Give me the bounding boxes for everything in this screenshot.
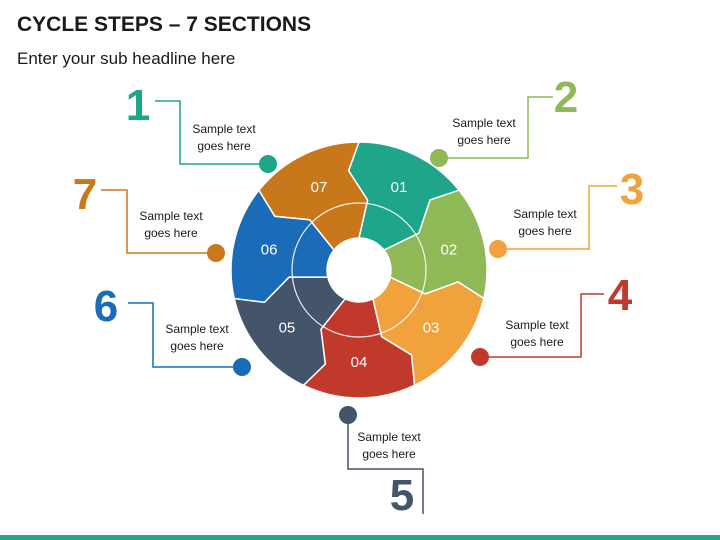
connector-dot	[339, 406, 357, 424]
callout-step-6: Sample text goes here 6	[94, 282, 251, 376]
callout-text-line2: goes here	[144, 226, 198, 240]
callout-text-line2: goes here	[518, 224, 572, 238]
callout-text-line1: Sample text	[192, 122, 256, 136]
bottom-accent-bar	[0, 535, 720, 540]
callout-text-line1: Sample text	[165, 322, 229, 336]
step-number-2: 2	[554, 73, 578, 122]
segment-label-06: 06	[261, 241, 278, 258]
callout-text-line2: goes here	[197, 139, 251, 153]
segment-label-07: 07	[311, 179, 328, 196]
connector-line	[101, 189, 216, 254]
callout-text-line1: Sample text	[452, 116, 516, 130]
segment-label-01: 01	[391, 179, 408, 196]
step-number-1: 1	[126, 81, 150, 130]
segment-07	[258, 141, 369, 252]
connector-dot	[489, 240, 507, 258]
connector-line	[439, 96, 553, 159]
callout-step-2: Sample text goes here 2	[430, 73, 578, 167]
connector-dot	[471, 348, 489, 366]
segment-label-03: 03	[423, 319, 440, 336]
callout-text-line1: Sample text	[505, 318, 569, 332]
connector-dot	[259, 155, 277, 173]
segment-label-05: 05	[279, 319, 296, 336]
connector-dot	[207, 244, 225, 262]
segment-01	[347, 141, 461, 251]
segment-label-02: 02	[441, 241, 458, 258]
center-hole	[327, 238, 391, 302]
callout-text-line2: goes here	[457, 133, 511, 147]
callout-text-line2: goes here	[362, 447, 416, 461]
step-number-4: 4	[608, 271, 633, 320]
callout-step-5: Sample text goes here 5	[339, 406, 424, 520]
connector-line	[480, 293, 604, 358]
step-number-6: 6	[94, 282, 118, 331]
cycle-ring: 01 02 03 04 05 06 07	[230, 141, 488, 399]
connector-line	[498, 185, 617, 250]
step-number-7: 7	[73, 170, 97, 219]
inner-ring-line	[291, 202, 427, 338]
connector-line	[155, 100, 268, 165]
slide-subtitle: Enter your sub headline here	[17, 49, 236, 68]
segment-06	[230, 188, 335, 304]
callout-text-line1: Sample text	[513, 207, 577, 221]
slide-title: CYCLE STEPS – 7 SECTIONS	[17, 13, 312, 36]
callout-step-7: Sample text goes here 7	[73, 170, 225, 262]
connector-line	[347, 415, 424, 514]
step-number-5: 5	[390, 471, 414, 520]
segment-label-04: 04	[351, 354, 368, 371]
step-number-3: 3	[620, 165, 644, 214]
connector-dot	[233, 358, 251, 376]
callout-text-line1: Sample text	[139, 209, 203, 223]
segment-02	[382, 189, 488, 300]
callout-step-3: Sample text goes here 3	[489, 165, 644, 258]
callout-step-1: Sample text goes here 1	[126, 81, 277, 173]
segment-03	[372, 276, 485, 387]
connector-dot	[430, 149, 448, 167]
callout-text-line2: goes here	[510, 335, 564, 349]
callout-text-line2: goes here	[170, 339, 224, 353]
connector-line	[128, 302, 242, 368]
callout-text-line1: Sample text	[357, 430, 421, 444]
callout-step-4: Sample text goes here 4	[471, 271, 633, 366]
segment-05	[233, 276, 347, 387]
